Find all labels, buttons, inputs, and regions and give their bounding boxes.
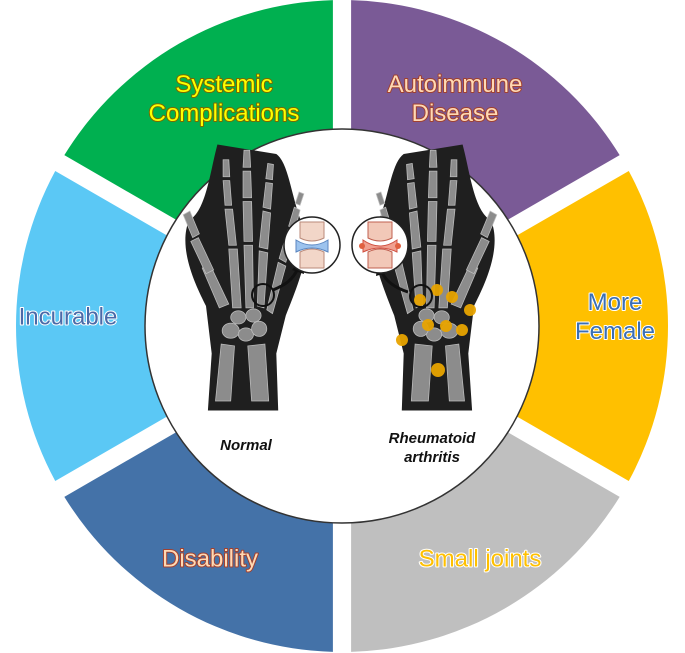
ra-arrow [380, 271, 409, 294]
label-systemic-complications-line-2: Complications [149, 100, 300, 127]
label-more-female-line-2: Female [575, 318, 655, 345]
normal-label: Normal [220, 437, 273, 454]
ra-inflammation-spots [396, 284, 476, 377]
ra-joint-closeup [351, 216, 409, 274]
segment-incurable [15, 170, 181, 482]
label-incurable-line-1: Incurable [19, 303, 118, 330]
segment-disability [64, 424, 333, 652]
ra-label-line-2: arthritis [404, 449, 460, 466]
segment-small-joints [351, 424, 620, 652]
segment-autoimmune-disease [351, 0, 620, 228]
label-more-female-line-1: More [588, 289, 643, 316]
normal-joint-highlight [251, 283, 275, 307]
normal-hand-illustration [182, 144, 307, 411]
normal-joint-closeup [283, 216, 341, 274]
label-autoimmune-disease-line-2: Disease [412, 100, 499, 127]
ring-segments [15, 0, 669, 652]
label-systemic-complications-line-1: Systemic [175, 71, 272, 98]
ra-label-line-1: Rheumatoid [389, 430, 477, 447]
label-disability-line-1: Disability [162, 545, 258, 572]
label-small-joints-line-1: Small joints [419, 545, 542, 572]
ra-joint-highlight [409, 284, 433, 308]
center-disc [144, 128, 540, 524]
segment-more-female [503, 170, 669, 482]
label-autoimmune-disease-line-1: Autoimmune [388, 71, 523, 98]
segment-systemic-complications [64, 0, 333, 228]
